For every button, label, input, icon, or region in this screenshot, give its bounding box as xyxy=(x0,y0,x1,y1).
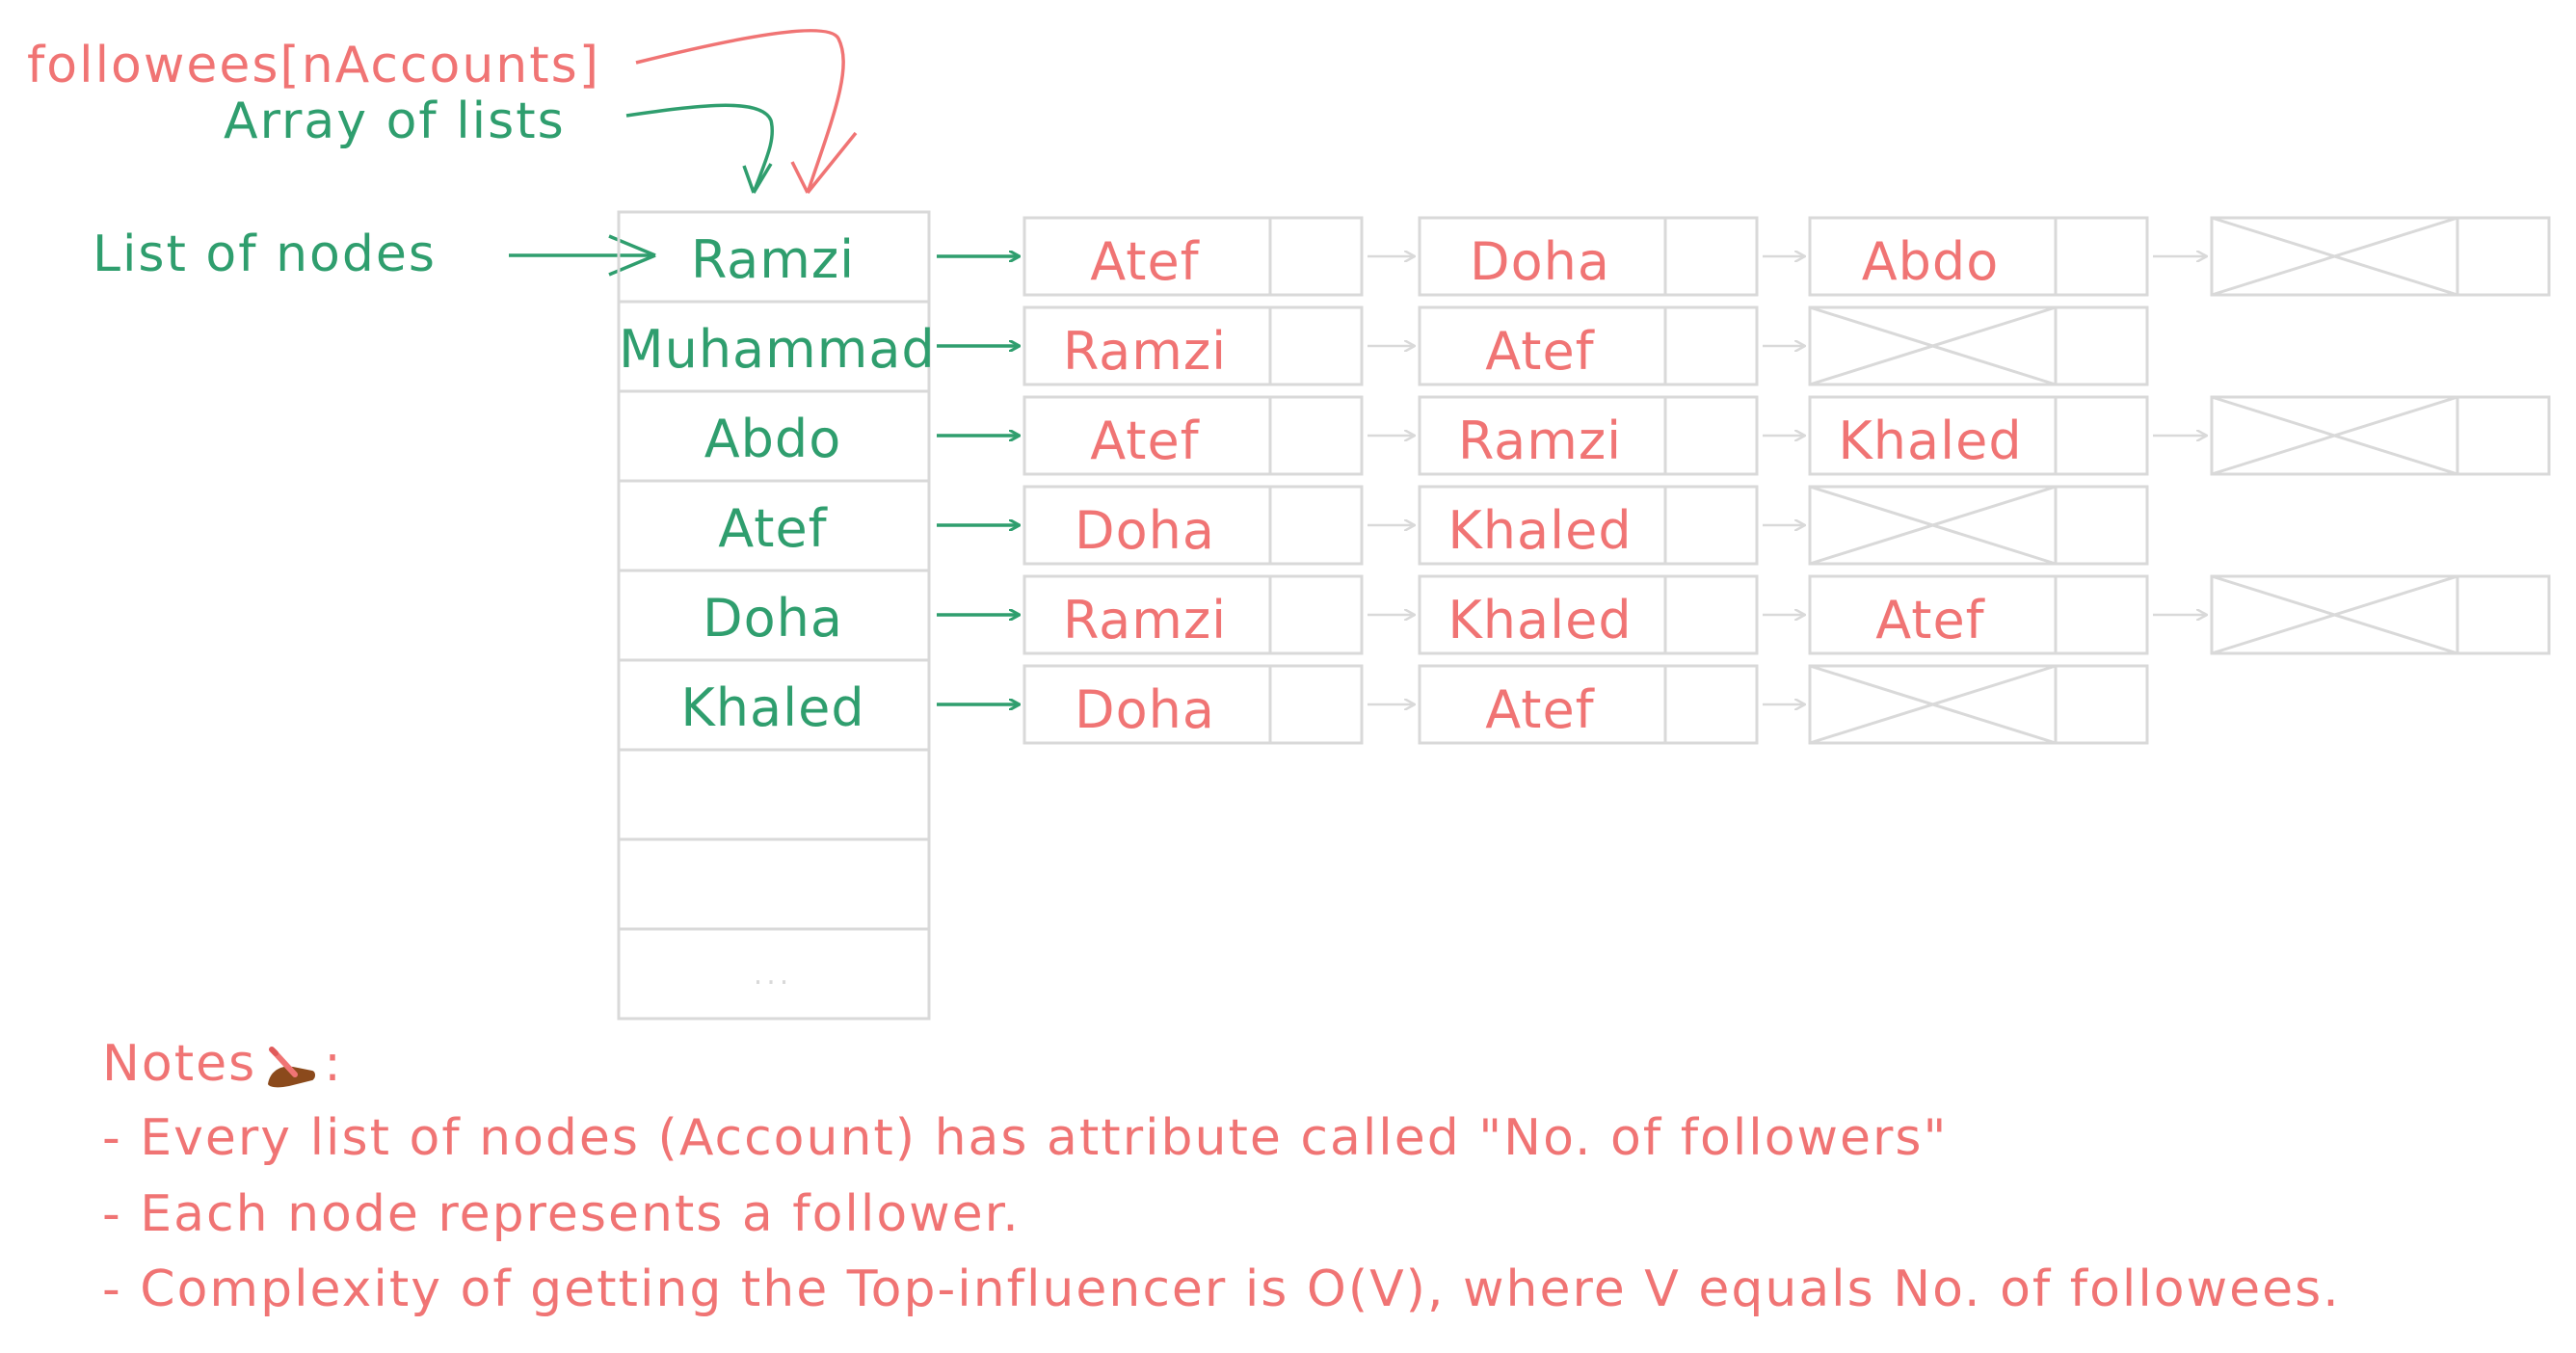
list-node-label: Atef xyxy=(1485,679,1595,740)
null-node xyxy=(1808,664,2149,745)
followees-pointer-arrow xyxy=(635,29,845,194)
array-cell-label: Abdo xyxy=(704,409,842,469)
null-cross-line xyxy=(1809,664,2057,745)
array-of-lists-label: Array of lists xyxy=(224,93,566,150)
list-node-label: Ramzi xyxy=(1062,321,1228,382)
followees-array-label: followees[nAccounts] xyxy=(27,37,601,94)
note-line-1: - Every list of nodes (Account) has attr… xyxy=(102,1109,1949,1167)
list-node xyxy=(1022,305,1364,386)
list-node xyxy=(1418,664,1759,745)
list-node xyxy=(1022,395,1364,476)
null-cross-line xyxy=(2211,574,2458,655)
list-node xyxy=(1418,574,1759,655)
array-cell-label: Ramzi xyxy=(690,229,856,290)
list-node xyxy=(1418,305,1759,386)
array-cell-label: Khaled xyxy=(680,677,865,738)
list-node xyxy=(1022,216,1364,297)
note-line-2: - Each node represents a follower. xyxy=(102,1185,1021,1243)
note-line-3: - Complexity of getting the Top-influenc… xyxy=(102,1260,2341,1318)
list-node-label: Doha xyxy=(1075,500,1215,561)
null-node xyxy=(2210,574,2551,655)
list-node xyxy=(1418,395,1759,476)
list-node-label: Atef xyxy=(1090,411,1200,471)
list-node-label: Ramzi xyxy=(1062,590,1228,650)
list-node-label: Abdo xyxy=(1861,231,2000,292)
writing-hand-icon xyxy=(260,1042,320,1092)
list-node xyxy=(1022,574,1364,655)
list-node xyxy=(1022,485,1364,566)
list-node-label: Atef xyxy=(1485,321,1595,382)
null-cross-line xyxy=(1809,485,2057,566)
null-node xyxy=(2210,216,2551,297)
null-node xyxy=(2210,395,2551,476)
adjacency-lists xyxy=(937,216,2551,745)
list-of-nodes-label: List of nodes xyxy=(93,226,437,283)
array-of-lists-pointer-arrow xyxy=(625,103,774,194)
array-cell-label: Atef xyxy=(718,498,828,559)
null-node xyxy=(1808,485,2149,566)
array-cell-label: Doha xyxy=(703,588,843,649)
array-more-label: ... xyxy=(753,958,793,992)
notes-title-colon: : xyxy=(324,1035,343,1093)
list-node-label: Doha xyxy=(1075,679,1215,740)
null-cross-line xyxy=(2211,395,2458,476)
notes-title: Notes : xyxy=(102,1039,343,1092)
list-node xyxy=(1808,216,2149,297)
list-node-label: Doha xyxy=(1470,231,1610,292)
list-node xyxy=(1808,574,2149,655)
null-node xyxy=(1808,305,2149,386)
list-node-label: Khaled xyxy=(1838,411,2023,471)
list-node-label: Ramzi xyxy=(1457,411,1623,471)
notes-title-text: Notes xyxy=(102,1035,257,1093)
list-node xyxy=(1418,216,1759,297)
list-node-label: Atef xyxy=(1875,590,1985,650)
followees-array xyxy=(617,210,931,1021)
list-node-label: Khaled xyxy=(1447,590,1633,650)
null-cross-line xyxy=(2211,216,2458,297)
list-node xyxy=(1022,664,1364,745)
array-cell xyxy=(617,748,931,841)
list-node-label: Khaled xyxy=(1447,500,1633,561)
null-cross-line xyxy=(1809,305,2057,386)
list-node xyxy=(1418,485,1759,566)
array-cell xyxy=(617,927,931,1021)
array-cell xyxy=(617,837,931,931)
list-node-label: Atef xyxy=(1090,231,1200,292)
array-cell-label: Muhammad xyxy=(619,319,936,380)
list-node xyxy=(1808,395,2149,476)
